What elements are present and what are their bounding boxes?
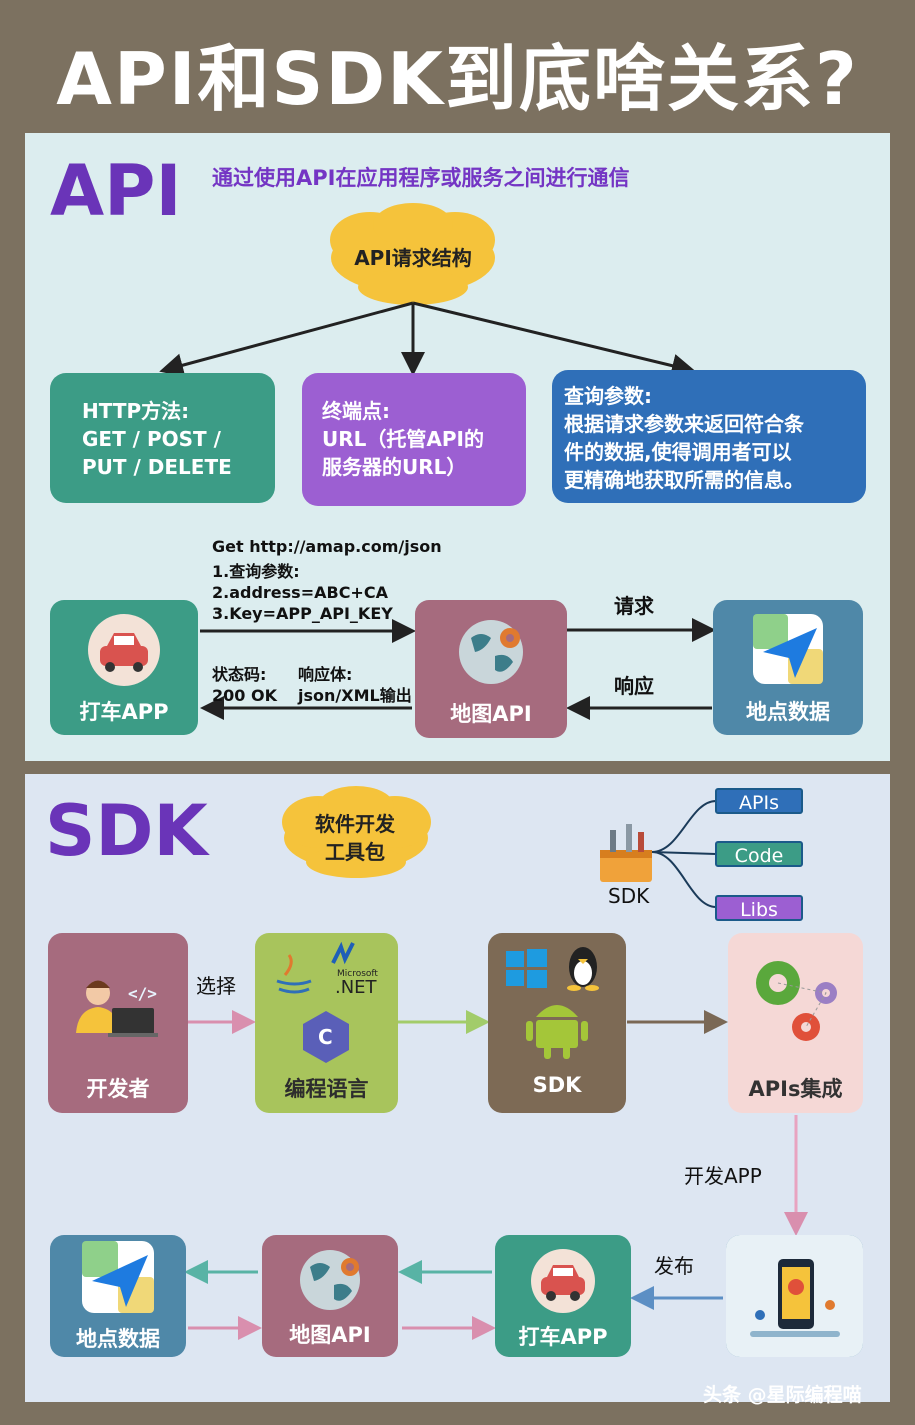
apis-pill: APIs [715, 788, 803, 814]
globe-gear-icon [459, 620, 523, 684]
sdk-cloud-line: 软件开发 [315, 812, 395, 836]
sdk-taxi-app-tile: 打车APP [495, 1235, 631, 1357]
api-heading: API [50, 150, 182, 232]
toolbox-icon [600, 824, 652, 882]
request-line: 3.Key=APP_API_KEY [212, 604, 393, 623]
publish-word: 发布 [654, 1254, 694, 1278]
endpoint-box: 终端点: URL（托管API的 服务器的URL） [302, 373, 526, 506]
endpoint-line: 终端点: [322, 399, 390, 423]
page-title: API和SDK到底啥关系? [56, 37, 859, 121]
select-word: 选择 [196, 974, 236, 998]
status-label: 状态码: [212, 665, 267, 684]
sdk-map-api-label: 地图API [289, 1323, 371, 1347]
app-publish-tile [726, 1235, 863, 1357]
windows-icon [506, 949, 547, 988]
car-icon [88, 614, 160, 686]
platform-icons [506, 947, 599, 1059]
api-cloud-label: API请求结构 [354, 246, 472, 270]
http-method-line: HTTP方法: [82, 399, 190, 423]
body-block: 响应体: json/XML输出 [298, 664, 412, 706]
dotnet-icon [331, 941, 355, 965]
dotnet-label: .NET [335, 977, 377, 998]
sdk-heading: SDK [45, 790, 208, 872]
sdk-map-api-tile: 地图API [262, 1235, 398, 1357]
sdk-tile-label: SDK [532, 1073, 582, 1097]
language-icons: C [276, 941, 355, 1063]
status-value: 200 OK [212, 686, 277, 705]
api-subtitle: 通过使用API在应用程序或服务之间进行通信 [212, 166, 630, 190]
body-label: 响应体: [298, 665, 353, 684]
navigation-icon [753, 614, 823, 684]
footer-watermark: 头条 @星际编程喵 [703, 1384, 862, 1406]
endpoint-line: URL（托管API的 [322, 427, 484, 451]
linux-icon [567, 947, 599, 991]
sdk-location-data-tile: 地点数据 [50, 1235, 186, 1357]
request-line: 2.address=ABC+CA [212, 583, 388, 602]
globe-gear-icon [300, 1250, 360, 1310]
svg-text:</>: </> [128, 984, 157, 1003]
request-word: 请求 [614, 594, 654, 618]
developer-tile: </> 开发者 [48, 933, 188, 1113]
sdk-cloud [282, 786, 431, 878]
toolbox-label: SDK [608, 884, 650, 908]
sdk-cloud-label: 软件开发 工具包 [290, 810, 420, 866]
query-params-line: 更精确地获取所需的信息。 [564, 468, 804, 492]
http-method-line: GET / POST / [82, 427, 221, 451]
http-method-box: HTTP方法: GET / POST / PUT / DELETE [50, 373, 275, 503]
query-params-box: 查询参数: 根据请求参数来返回符合条 件的数据,使得调用者可以 更精确地获取所需… [552, 370, 866, 503]
query-params-line: 件的数据,使得调用者可以 [564, 440, 792, 464]
endpoint-line: 服务器的URL） [322, 455, 467, 479]
taxi-app-label: 打车APP [79, 700, 169, 724]
map-api-label: 地图API [450, 702, 532, 726]
query-params-line: 根据请求参数来返回符合条 [564, 412, 804, 436]
request-line: 1.查询参数: [212, 562, 300, 581]
developer-icon: </> [76, 980, 158, 1037]
location-data-label: 地点数据 [746, 700, 830, 724]
developer-label: 开发者 [86, 1077, 150, 1101]
car-icon [531, 1249, 595, 1313]
apis-integration-label: APIs集成 [748, 1077, 843, 1101]
http-method-line: PUT / DELETE [82, 455, 232, 479]
code-pill: Code [715, 841, 803, 867]
microsoft-label: Microsoft [337, 969, 378, 979]
taxi-app-tile: 打车APP [50, 600, 198, 735]
map-api-tile: 地图API [415, 600, 567, 738]
apis-integration-tile: APIs集成 [728, 933, 863, 1113]
request-details: Get http://amap.com/json 1.查询参数: 2.addre… [212, 536, 442, 624]
api-cloud [330, 203, 495, 305]
java-icon [276, 954, 312, 994]
svg-text:C: C [318, 1025, 333, 1049]
libs-pill: Libs [715, 895, 803, 921]
body-value: json/XML输出 [298, 686, 412, 705]
sdk-tile: SDK [488, 933, 626, 1113]
gears-icon [756, 961, 837, 1041]
smartphone-icon [726, 1235, 863, 1357]
sdk-location-data-label: 地点数据 [76, 1327, 160, 1351]
request-line: Get http://amap.com/json [212, 537, 442, 556]
sdk-taxi-app-label: 打车APP [518, 1325, 608, 1349]
programming-language-label: 编程语言 [284, 1077, 369, 1101]
response-word: 响应 [614, 674, 654, 698]
develop-app-word: 开发APP [684, 1164, 762, 1188]
cpp-icon: C [303, 1011, 349, 1063]
programming-language-tile: C Microsoft .NET 编程语言 [255, 933, 398, 1113]
navigation-icon [82, 1241, 154, 1313]
status-block: 状态码: 200 OK [212, 664, 277, 706]
sdk-cloud-line: 工具包 [325, 840, 385, 864]
query-params-line: 查询参数: [564, 384, 652, 408]
location-data-tile: 地点数据 [713, 600, 863, 735]
android-icon [526, 1005, 588, 1059]
